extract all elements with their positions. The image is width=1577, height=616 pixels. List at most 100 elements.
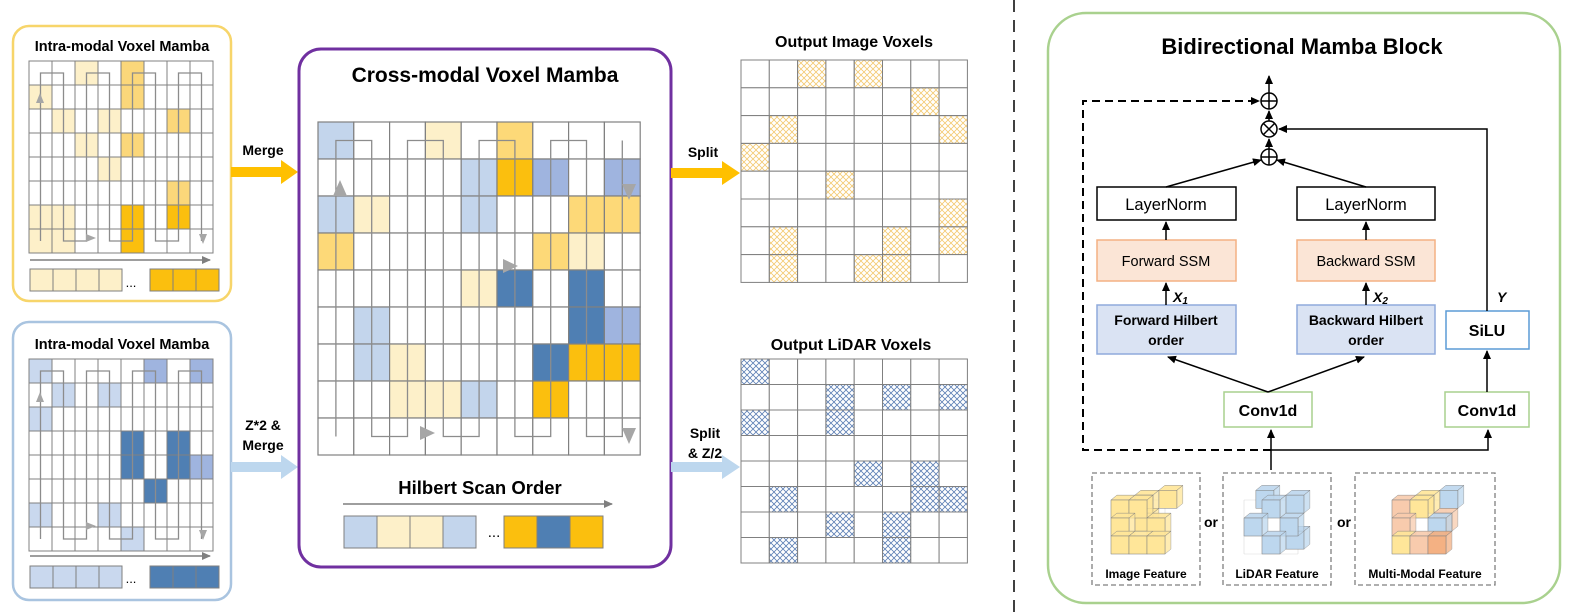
voxel-face-front (1243, 517, 1263, 537)
plus-bottom-op (1260, 148, 1278, 166)
sequence-token (569, 515, 604, 549)
voxel-cell (740, 486, 770, 513)
backward-hilbert-label-2: order (1348, 332, 1384, 348)
sequence-token (343, 515, 378, 549)
voxel-cell (853, 486, 884, 513)
times-op (1260, 120, 1278, 138)
voxel-cell (853, 409, 884, 436)
voxel-cell (910, 511, 940, 538)
voxel-cell (910, 460, 940, 487)
multimodal-feature-box: Multi-Modal Feature (1354, 472, 1496, 586)
forward-hilbert-label-1: Forward Hilbert (1114, 312, 1218, 328)
voxel-cell (853, 435, 884, 462)
voxel-face-front (1391, 535, 1411, 555)
voxel-cell (797, 142, 827, 172)
z-merge-arrow: Z*2 & Merge (231, 417, 298, 479)
silu-to-times-arrow (1278, 125, 1488, 311)
sequence-token (536, 515, 571, 549)
voxel-cell (853, 142, 884, 172)
sequence-token (29, 565, 54, 589)
z-merge-label-2: Merge (242, 437, 283, 453)
conv-to-fh-arrow (1167, 355, 1269, 393)
cross-modal-voxel-grid (317, 121, 641, 456)
voxel-cell (938, 384, 968, 411)
split-z-label-2: & Z/2 (688, 445, 722, 461)
conv-right-label: Conv1d (1458, 403, 1517, 420)
voxel-cell (910, 409, 940, 436)
scan-end-arrowhead (199, 234, 207, 244)
voxel-cell (882, 142, 912, 172)
hilbert-curve (39, 72, 203, 242)
silu-label: SiLU (1469, 323, 1505, 340)
cross-modal-panel: Cross-modal Voxel Mamba Hilbert Scan Ord… (297, 47, 673, 569)
voxel-cell (768, 59, 799, 89)
voxel-cell (938, 511, 968, 538)
voxel-cell (882, 511, 912, 538)
voxel-cell (768, 170, 799, 200)
sequence-token (52, 268, 77, 292)
voxel-cell (740, 384, 770, 411)
merge-label: Merge (242, 142, 283, 158)
voxel-cell (910, 142, 940, 172)
voxel-cell (825, 170, 855, 200)
voxel-cell (797, 511, 827, 538)
sequence-token (98, 565, 123, 589)
voxel-cell (882, 486, 912, 513)
voxel-cell (938, 254, 968, 283)
cross-modal-title: Cross-modal Voxel Mamba (352, 64, 619, 87)
split-z-label-1: Split (690, 425, 721, 441)
voxel-cell (825, 435, 855, 462)
voxel-cell (740, 198, 770, 228)
voxel-cell (768, 226, 799, 256)
voxel-cell (910, 170, 940, 200)
voxel-cell (910, 59, 940, 89)
cross-scan-mid-arrowhead (420, 426, 435, 440)
z-merge-label-1: Z*2 & (245, 417, 281, 433)
voxel-cell (740, 170, 770, 200)
forward-hilbert-box: Forward Hilbert order (1096, 304, 1237, 355)
voxel-cell (853, 511, 884, 538)
intra-image-title: Intra-modal Voxel Mamba (35, 39, 211, 55)
voxel-cell (740, 226, 770, 256)
voxel-cell (910, 198, 940, 228)
voxel-cell (910, 358, 940, 385)
lidar-feature-label: LiDAR Feature (1235, 567, 1319, 581)
voxel-cell (797, 384, 827, 411)
or-label-2: or (1337, 514, 1352, 530)
split-label: Split (688, 144, 719, 160)
voxel-cell (797, 87, 827, 117)
voxel-cell (882, 435, 912, 462)
intra-lidar-sequence (29, 565, 220, 589)
voxel-cell (825, 142, 855, 172)
voxel-cell (797, 59, 827, 89)
voxel-cell (825, 198, 855, 228)
voxel-cell (740, 254, 770, 283)
voxel-cell (910, 115, 940, 144)
x2-label: X2 (1372, 289, 1388, 307)
voxel-cell (768, 384, 799, 411)
voxel-cell (938, 59, 968, 89)
voxel-face-front (1261, 535, 1281, 555)
voxel-cell (882, 358, 912, 385)
or-label-1: or (1204, 514, 1219, 530)
voxel-cell (910, 384, 940, 411)
split-z-arrow: Split & Z/2 (671, 425, 740, 479)
intra-lidar-panel: Intra-modal Voxel Mamba ... (11, 320, 233, 602)
voxel-cell (910, 486, 940, 513)
voxel-cell (938, 115, 968, 144)
voxel-face-front (1128, 535, 1148, 555)
voxel-cell (768, 198, 799, 228)
voxel-cell (740, 142, 770, 172)
voxel-cell (797, 460, 827, 487)
silu-box: SiLU (1445, 310, 1530, 350)
voxel-cell (797, 170, 827, 200)
voxel-cell (882, 198, 912, 228)
output-lidar-grid (740, 358, 968, 564)
sequence-token (172, 565, 197, 589)
voxel-cell (825, 486, 855, 513)
mamba-block-title: Bidirectional Mamba Block (1161, 34, 1443, 59)
voxel-cell (768, 115, 799, 144)
voxel-cell (768, 537, 799, 564)
image-feature-cube (1110, 484, 1184, 555)
